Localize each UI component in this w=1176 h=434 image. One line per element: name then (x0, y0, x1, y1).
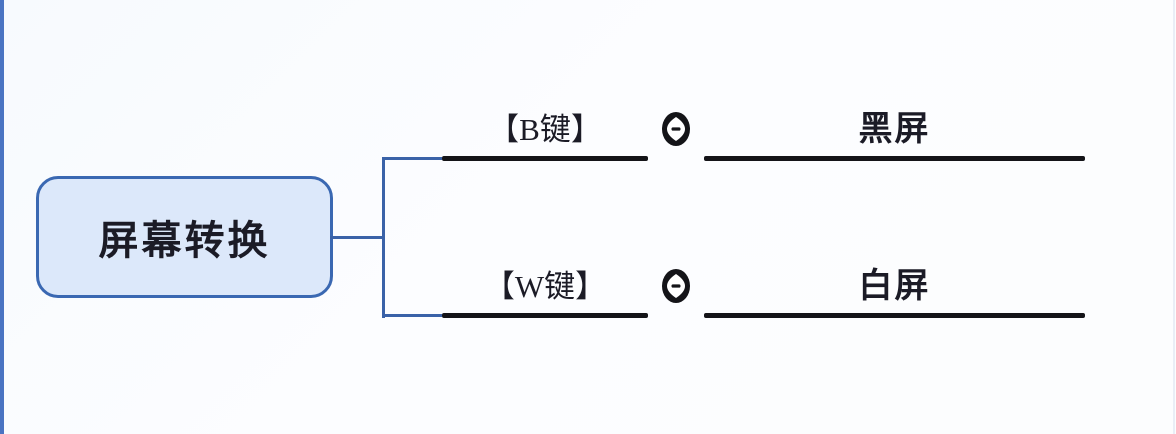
branch-key-topic[interactable]: 【W键】 (483, 269, 607, 304)
connector-bottom-elbow (382, 314, 442, 317)
root-topic-label: 屏幕转换 (98, 218, 271, 263)
branch-result-topic[interactable]: 黑屏 (858, 111, 931, 148)
branch-underline (442, 313, 648, 318)
branch-key-topic[interactable]: 【B键】 (488, 112, 602, 147)
connector-vertical (382, 157, 385, 318)
connector-root-horizontal (330, 236, 384, 239)
branch-result-topic[interactable]: 白屏 (858, 268, 931, 305)
branch-underline (442, 156, 648, 161)
left-accent-strip (0, 0, 4, 434)
branch-underline (704, 313, 1085, 318)
connector-top-elbow (382, 157, 442, 160)
ring-marker-icon[interactable] (661, 111, 691, 147)
right-edge-line (1173, 0, 1175, 434)
ring-marker-icon[interactable] (661, 268, 691, 304)
branch-underline (704, 156, 1085, 161)
root-topic-node[interactable]: 屏幕转换 (36, 176, 333, 298)
